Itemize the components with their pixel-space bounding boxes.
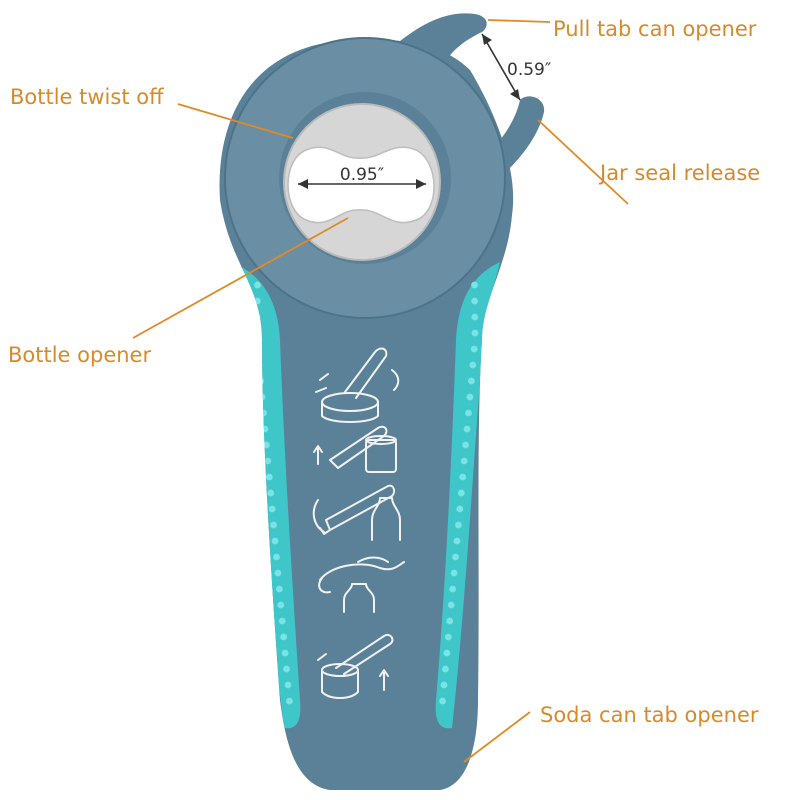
jaw-gap-label: 0.59″: [507, 60, 551, 80]
callout-soda-tab: Soda can tab opener: [463, 703, 759, 763]
grip-dot: [258, 393, 266, 401]
grip-dot: [471, 329, 479, 337]
callout-bottle-twist: Bottle twist off: [10, 85, 294, 139]
callout-bottle-opener-label: Bottle opener: [8, 343, 151, 367]
grip-dot: [284, 681, 292, 689]
right-grip-strip: [435, 262, 500, 729]
grip-dot: [268, 505, 276, 513]
grip-dot: [449, 585, 457, 593]
grip-dot: [267, 489, 275, 497]
callouts: Pull tab can opener Bottle twist off Jar…: [8, 17, 760, 763]
callout-jar-seal-label: Jar seal release: [598, 161, 760, 185]
jaw-gap-arrow: [481, 33, 521, 101]
grip-dot: [442, 665, 449, 673]
grip-dot: [283, 665, 290, 673]
grip-dot: [271, 537, 279, 545]
callout-bottle-opener: Bottle opener: [8, 217, 349, 367]
grip-dot: [253, 297, 261, 305]
grip-dot: [260, 409, 267, 417]
grip-dot: [453, 537, 461, 545]
grip-dot: [273, 553, 280, 561]
grip-dot: [265, 473, 273, 481]
grip-dot: [471, 281, 478, 289]
grip-dot: [456, 505, 464, 513]
grip-dot: [459, 473, 467, 481]
grip-dot: [455, 521, 462, 529]
callout-jar-seal: Jar seal release: [537, 119, 760, 205]
callout-pull-tab-label: Pull tab can opener: [553, 17, 757, 41]
callout-bottle-twist-label: Bottle twist off: [10, 85, 164, 109]
grip-dot: [467, 377, 475, 385]
grip-dot: [254, 345, 262, 353]
grip-dot: [471, 313, 479, 321]
grip-dot: [463, 425, 471, 433]
grip-dot: [470, 345, 478, 353]
grip-dot: [286, 697, 293, 705]
bottle-mouth-cutout: [287, 146, 435, 224]
grip-dot: [443, 649, 451, 657]
grip-dot: [261, 425, 269, 433]
grip-dot: [466, 393, 474, 401]
grip-dot: [471, 297, 479, 305]
grip-dot: [254, 281, 261, 289]
grip-dot: [469, 361, 477, 369]
grip-dot: [452, 553, 459, 561]
pull-can-tab-icon: [313, 425, 397, 473]
grip-dot: [457, 489, 465, 497]
callout-soda-tab-label: Soda can tab opener: [540, 703, 759, 727]
grip-dot: [447, 601, 455, 609]
grip-dot: [257, 377, 265, 385]
twist-bottle-cap-icon: [312, 484, 401, 541]
grip-dot: [274, 569, 282, 577]
mouth-width-label: 0.95″: [340, 165, 384, 185]
grip-dot: [277, 601, 285, 609]
grip-dot: [264, 457, 272, 465]
grip-dot: [439, 697, 446, 705]
grip-dot: [263, 441, 270, 449]
grip-dot: [462, 441, 469, 449]
grip-dot: [270, 521, 277, 529]
right-grip-dots: [439, 281, 479, 705]
grip-dot: [465, 409, 472, 417]
usage-pictograms: [312, 347, 405, 699]
grip-dot: [440, 681, 448, 689]
grip-dot: [275, 585, 283, 593]
open-can-lid-icon: [315, 347, 400, 423]
grip-dot: [280, 633, 288, 641]
grip-dot: [444, 633, 452, 641]
mouth-width-dimension: 0.95″: [298, 165, 426, 189]
grip-dot: [281, 649, 289, 657]
grip-dot: [255, 361, 263, 369]
callout-pull-tab: Pull tab can opener: [487, 17, 757, 41]
pry-bottle-cap-icon: [318, 556, 405, 613]
grip-dot: [450, 569, 458, 577]
lift-soda-tab-icon: [317, 634, 394, 699]
grip-dot: [253, 313, 261, 321]
grip-dot: [460, 457, 468, 465]
grip-dot: [278, 617, 286, 625]
grip-dot: [446, 617, 454, 625]
grip-dot: [253, 329, 261, 337]
jaw-gap-dimension: 0.59″: [481, 33, 551, 101]
